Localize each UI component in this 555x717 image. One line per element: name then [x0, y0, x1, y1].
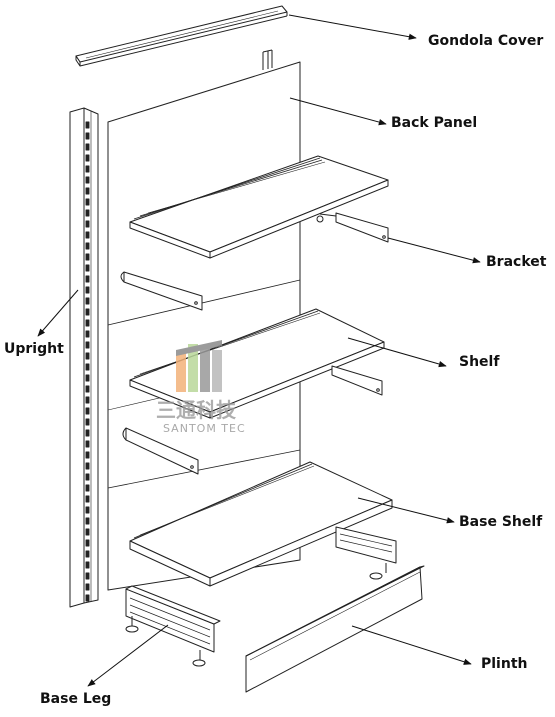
- upright-slot: [85, 132, 90, 140]
- watermark-logo: [176, 340, 222, 392]
- upright-slot: [85, 154, 90, 162]
- top-shelf-part: [129, 155, 389, 259]
- leader-upright: [37, 289, 79, 337]
- label-upright: Upright: [4, 341, 64, 357]
- upright-slot: [85, 187, 90, 195]
- leader-base-shelf: [357, 497, 455, 524]
- upright-slot: [85, 242, 90, 250]
- label-back-panel: Back Panel: [391, 115, 478, 131]
- base-leg-left: [125, 585, 221, 667]
- watermark-text-cn: 三通科技: [156, 398, 237, 422]
- base-leg-right: [335, 526, 397, 580]
- upright-slot: [85, 550, 90, 558]
- leader-gondola-cover: [288, 14, 417, 40]
- label-shelf: Shelf: [459, 354, 500, 370]
- upright-slot: [85, 231, 90, 239]
- base-shelf-part: [129, 461, 393, 587]
- upright-slot: [85, 429, 90, 437]
- upright-slot: [85, 143, 90, 151]
- watermark-text-en: SANTOM TEC: [163, 422, 246, 435]
- upright-slot: [85, 473, 90, 481]
- upright-slot: [85, 374, 90, 382]
- leader-plinth: [351, 625, 472, 665]
- upright-slot: [85, 594, 90, 602]
- upright-slot: [85, 539, 90, 547]
- upright-slot: [85, 121, 90, 129]
- upright-slot: [85, 341, 90, 349]
- upright-slot: [85, 319, 90, 327]
- upright-slot: [85, 176, 90, 184]
- upright-slot: [85, 528, 90, 536]
- upright-slot: [85, 198, 90, 206]
- label-base-shelf: Base Shelf: [459, 514, 543, 530]
- upright-part: [69, 107, 99, 608]
- label-base-leg: Base Leg: [40, 691, 112, 707]
- upright-slot: [85, 418, 90, 426]
- leader-bracket: [387, 237, 481, 264]
- middle-bracket-right: [331, 365, 383, 396]
- leader-back-panel: [289, 97, 387, 126]
- upright-slot: [85, 495, 90, 503]
- upright-slot: [85, 253, 90, 261]
- left-bracket-upper: [120, 271, 203, 311]
- upright-slot: [85, 297, 90, 305]
- left-bracket-lower: [122, 427, 199, 475]
- plinth-part: [245, 565, 425, 693]
- upright-slot: [85, 396, 90, 404]
- top-bracket-right: [316, 212, 389, 243]
- leader-shelf: [347, 337, 447, 368]
- upright-slot: [85, 440, 90, 448]
- upright-slot: [85, 385, 90, 393]
- upright-slot: [85, 583, 90, 591]
- upright-slot: [85, 484, 90, 492]
- upright-slot: [85, 506, 90, 514]
- leader-base-leg: [87, 624, 169, 687]
- upright-slot: [85, 352, 90, 360]
- upright-slot: [85, 209, 90, 217]
- label-bracket: Bracket: [486, 254, 547, 270]
- upright-slot: [85, 462, 90, 470]
- upright-slot: [85, 363, 90, 371]
- upright-slot: [85, 165, 90, 173]
- upright-slot: [85, 264, 90, 272]
- upright-slot: [85, 220, 90, 228]
- upright-slot: [85, 451, 90, 459]
- label-gondola-cover: Gondola Cover: [428, 33, 544, 49]
- label-plinth: Plinth: [481, 656, 528, 672]
- upright-slot: [85, 330, 90, 338]
- upright-slot: [85, 517, 90, 525]
- upright-slot: [85, 407, 90, 415]
- upright-slot: [85, 561, 90, 569]
- upright-slot: [85, 275, 90, 283]
- upright-slot: [85, 572, 90, 580]
- gondola-cover-part: [75, 5, 288, 67]
- upright-slot: [85, 286, 90, 294]
- upright-slot: [85, 308, 90, 316]
